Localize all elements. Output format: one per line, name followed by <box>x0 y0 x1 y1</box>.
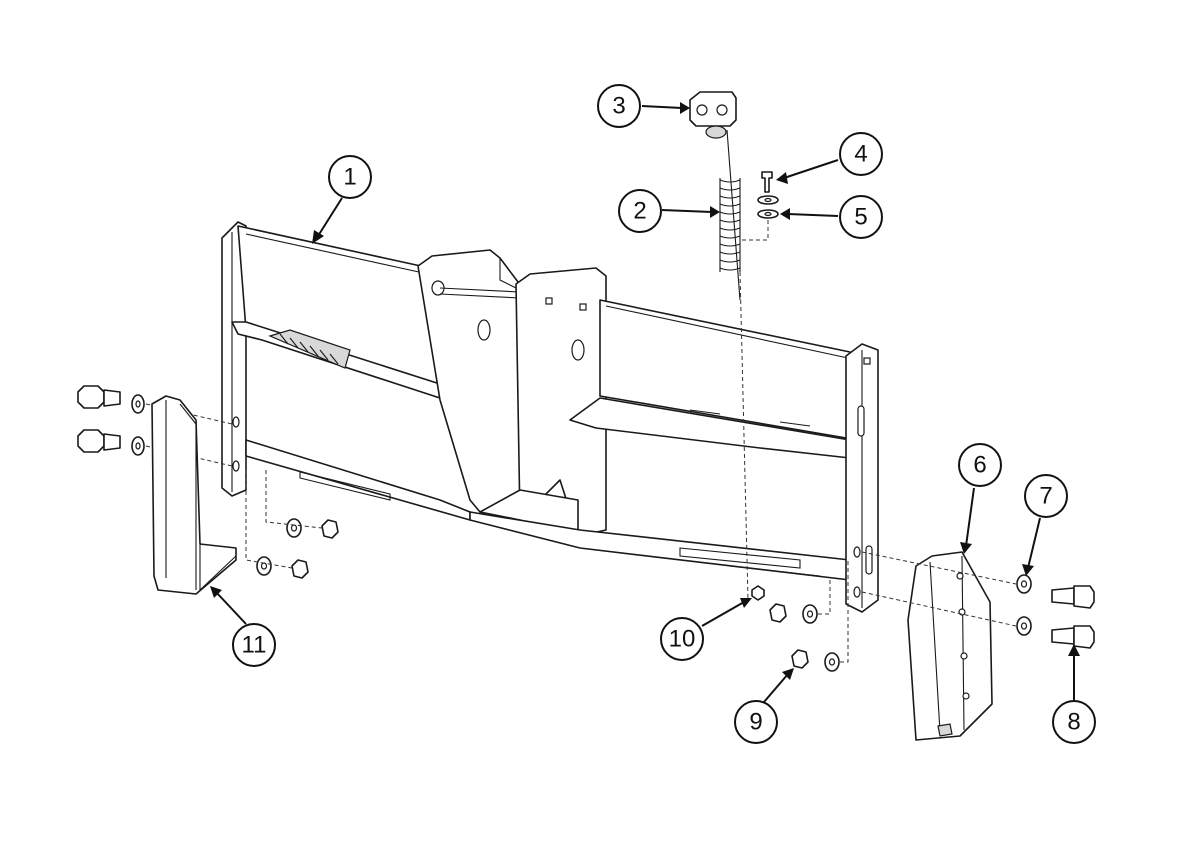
callout-2: 2 <box>618 189 662 233</box>
callout-4-label: 4 <box>854 141 867 168</box>
spring-latch-assembly <box>689 91 779 601</box>
callout-9: 9 <box>734 700 778 744</box>
leader-lines <box>210 102 1080 703</box>
left-hardware <box>77 385 339 579</box>
callout-6-label: 6 <box>973 452 986 479</box>
callout-10: 10 <box>660 617 704 661</box>
left-side-plate <box>151 395 237 595</box>
callout-2-label: 2 <box>633 198 646 225</box>
callout-4: 4 <box>839 132 883 176</box>
callout-3-label: 3 <box>612 93 625 120</box>
callout-1-label: 1 <box>343 164 356 191</box>
quick-attach-frame <box>221 221 879 613</box>
callout-10-label: 10 <box>669 626 696 653</box>
callout-5: 5 <box>839 195 883 239</box>
callout-8-label: 8 <box>1067 709 1080 736</box>
callout-1: 1 <box>328 155 372 199</box>
callout-9-label: 9 <box>749 709 762 736</box>
callout-7: 7 <box>1024 474 1068 518</box>
callout-7-label: 7 <box>1039 483 1052 510</box>
callout-5-label: 5 <box>854 204 867 231</box>
callout-8: 8 <box>1052 700 1096 744</box>
right-hardware <box>769 551 1095 741</box>
callout-11: 11 <box>232 623 276 667</box>
callout-6: 6 <box>958 443 1002 487</box>
callout-11-label: 11 <box>242 632 267 659</box>
coil-spring <box>719 178 741 272</box>
callout-3: 3 <box>597 84 641 128</box>
